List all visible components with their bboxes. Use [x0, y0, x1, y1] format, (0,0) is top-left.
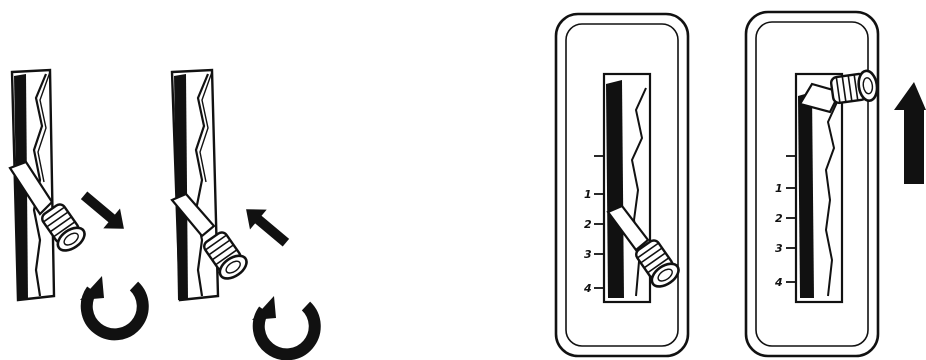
- figure-knob-lock-left: [172, 70, 315, 354]
- figure-bezel-knob-raised: 1 2 3 4: [746, 12, 926, 356]
- scale-label-2: 2: [775, 212, 783, 225]
- scale-label-3: 3: [584, 248, 592, 261]
- figure-knob-release-left: [10, 70, 143, 334]
- scale-label-1: 1: [584, 188, 592, 201]
- scale-label-4: 4: [583, 282, 592, 295]
- scale-label-1: 1: [775, 182, 783, 195]
- scale-label-3: 3: [775, 242, 783, 255]
- arrow-up-left-icon: [238, 199, 295, 252]
- arrow-up-icon: [894, 82, 926, 184]
- scale-label-2: 2: [584, 218, 592, 231]
- scale-label-4: 4: [774, 276, 783, 289]
- rotate-icon: [252, 296, 315, 354]
- rotate-icon: [80, 276, 143, 334]
- figure-bezel-knob-low: 1 2 3 4: [556, 14, 688, 356]
